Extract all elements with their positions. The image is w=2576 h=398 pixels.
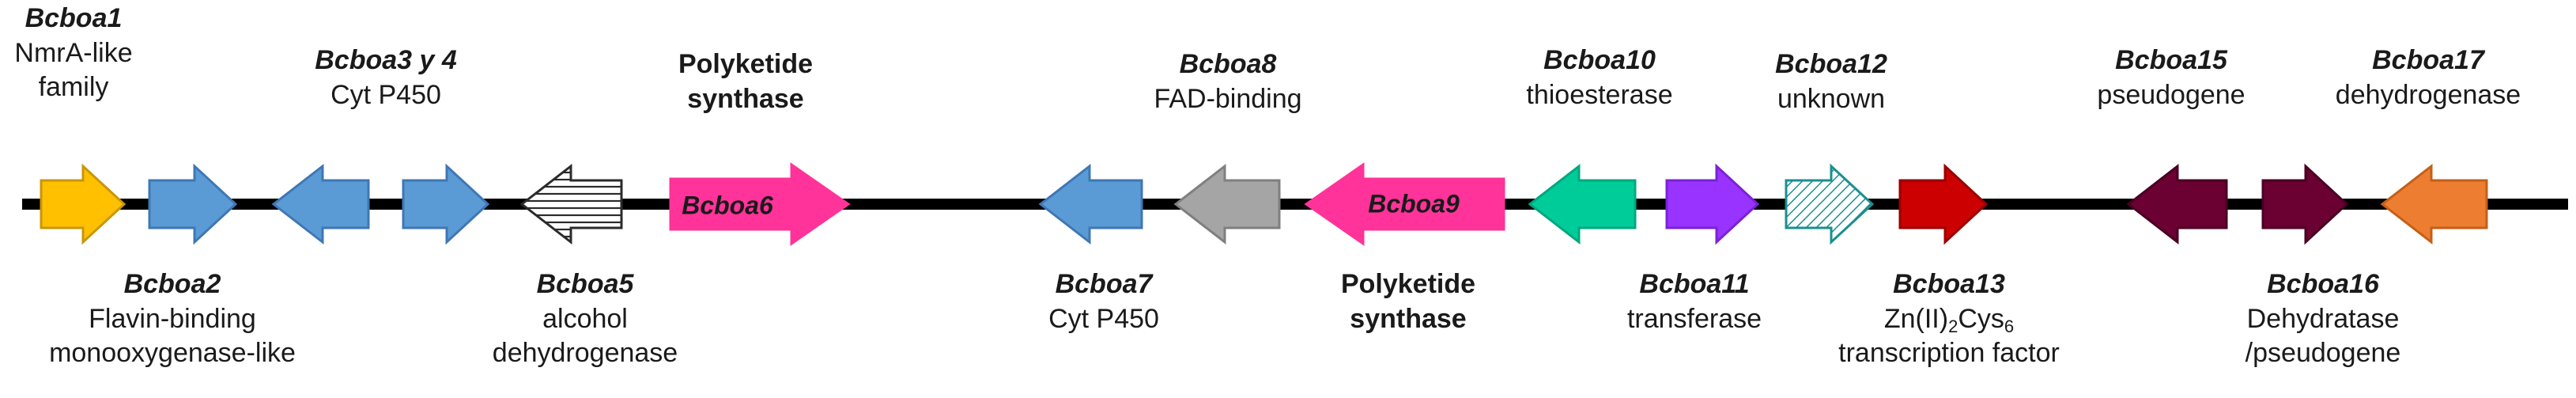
gene-name: Bcboa3 y 4: [315, 45, 457, 75]
label-bcboa3-4: Bcboa3 y 4 Cyt P450: [315, 44, 457, 112]
label-bcboa13: Bcboa13 Zn(II)2Cys6 transcription factor: [1838, 267, 2060, 371]
label-bcboa10: Bcboa10 thioesterase: [1526, 44, 1672, 112]
gene-function: FAD-binding: [1154, 83, 1302, 114]
gene-arrow-bcboa15: [2126, 163, 2228, 245]
gene-name: Bcboa13: [1893, 269, 2005, 299]
gene-name: Bcboa17: [2372, 45, 2484, 75]
gene-name: Bcboa7: [1055, 269, 1153, 299]
gene-function: Cyt P450: [1048, 303, 1159, 334]
gene-arrow-bcboa2: [148, 163, 238, 245]
label-bcboa7: Bcboa7 Cyt P450: [1048, 267, 1159, 336]
gene-arrow-bcboa3: [271, 163, 370, 245]
label-bcboa15: Bcboa15 pseudogene: [2097, 44, 2245, 112]
gene-name: Polyketide: [678, 49, 814, 79]
gene-name: Bcboa11: [1639, 269, 1750, 299]
gene-function: Cyt P450: [330, 79, 441, 110]
gene-function: dehydrogenase: [492, 338, 678, 369]
gene-arrow-bcboa13: [1898, 163, 1989, 245]
label-bcboa12: Bcboa12 unknown: [1775, 47, 1887, 116]
gene-name: Bcboa16: [2267, 269, 2379, 299]
gene-function: pseudogene: [2097, 79, 2246, 110]
label-bcboa17: Bcboa17 dehydrogenase: [2336, 44, 2521, 112]
gene-arrow-bcboa5: [519, 163, 623, 245]
gene-name: Bcboa12: [1775, 49, 1887, 79]
gene-arrow-bcboa7: [1038, 163, 1143, 245]
arrow-label-bcboa6: Bcboa6: [682, 191, 773, 220]
gene-name: Bcboa10: [1543, 45, 1656, 75]
label-bcboa1: Bcboa1 NmrA-like family: [14, 2, 132, 105]
gene-function: Flavin-binding: [89, 303, 256, 334]
gene-arrow-bcboa6: [669, 162, 851, 246]
gene-arrow-bcboa12: [1785, 163, 1875, 245]
gene-name: Bcboa15: [2115, 45, 2227, 75]
label-bcboa5: Bcboa5 alcohol dehydrogenase: [493, 267, 678, 371]
arrow-label-bcboa9: Bcboa9: [1368, 189, 1460, 218]
label-polyketide-synthase-top: Polyketide synthase: [678, 47, 813, 116]
gene-arrow-bcboa17: [2380, 163, 2488, 245]
gene-arrow-bcboa4: [402, 163, 490, 245]
gene-arrow-bcboa10: [1528, 163, 1637, 245]
gene-function: NmrA-like: [14, 37, 133, 68]
label-bcboa2: Bcboa2 Flavin-binding monooxygenase-like: [49, 267, 296, 371]
gene-arrow-bcboa1: [40, 163, 127, 245]
gene-name-line2: synthase: [1350, 303, 1467, 334]
gene-name-line2: synthase: [687, 83, 804, 114]
gene-function: dehydrogenase: [2335, 79, 2521, 110]
gene-name: Bcboa1: [25, 3, 123, 33]
gene-function: monooxygenase-like: [49, 338, 296, 369]
gene-function: /pseudogene: [2245, 338, 2401, 369]
gene-arrow-bcboa16: [2261, 163, 2349, 245]
gene-name: Polyketide: [1340, 269, 1476, 299]
gene-arrow-bcboa8: [1173, 163, 1281, 245]
gene-function-formula: Zn(II)2Cys6: [1883, 303, 2015, 336]
gene-arrow-bcboa11: [1665, 163, 1760, 245]
gene-arrow-bcboa9: [1304, 162, 1505, 246]
label-bcboa8: Bcboa8 FAD-binding: [1154, 47, 1301, 116]
label-bcboa11: Bcboa11 transferase: [1627, 267, 1762, 336]
gene-function: transferase: [1626, 303, 1762, 334]
gene-function: transcription factor: [1838, 338, 2060, 369]
label-bcboa16: Bcboa16 Dehydratase /pseudogene: [2246, 267, 2401, 371]
gene-function: alcohol: [542, 303, 628, 334]
label-polyketide-synthase-bottom: Polyketide synthase: [1341, 267, 1475, 336]
gene-function: Dehydratase: [2246, 303, 2400, 334]
gene-name: Bcboa5: [536, 269, 634, 299]
gene-function: unknown: [1777, 83, 1886, 114]
gene-name: Bcboa2: [123, 269, 221, 299]
gene-function: thioesterase: [1526, 79, 1673, 110]
gene-name: Bcboa8: [1179, 49, 1277, 79]
gene-function: family: [38, 72, 109, 103]
